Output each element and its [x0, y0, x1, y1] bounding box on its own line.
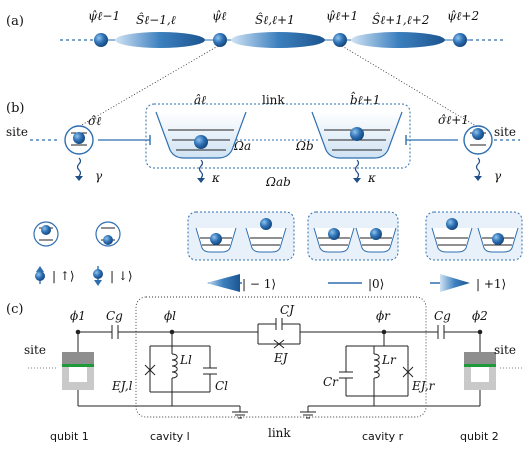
link-box — [145, 103, 411, 169]
label-qubit-1: qubit 1 — [50, 430, 89, 443]
link-state-minus-box — [187, 211, 295, 261]
label-cg-right: Cg — [434, 309, 451, 323]
site-node-3 — [333, 33, 347, 47]
ground-icon-left — [232, 406, 248, 419]
spin-up-label: | ↑⟩ — [52, 269, 75, 283]
state-plus-label: | +1⟩ — [476, 277, 506, 291]
node-phi-2 — [477, 329, 483, 335]
label-cj: CJ — [280, 303, 295, 317]
site-qubit-right — [463, 125, 493, 181]
label-link-c: link — [268, 426, 291, 440]
sigma-right: σ̂ℓ+1 — [438, 113, 469, 127]
panel-label-a: (a) — [6, 14, 24, 29]
omega-ab: Ωab — [265, 175, 291, 189]
panel-label-c: (c) — [6, 302, 23, 317]
site-node-1 — [94, 33, 108, 47]
omega-a: Ωa — [233, 139, 251, 153]
right-arrow-icon — [430, 274, 470, 292]
qubit-1-block — [28, 352, 94, 390]
node-phi-r — [381, 329, 387, 335]
spin-down-arrow-icon — [93, 266, 103, 286]
kappa-b: κ — [367, 171, 376, 185]
site-label-left: site — [6, 125, 28, 139]
state-zero-label: |0⟩ — [368, 277, 384, 291]
link-ellipse-1 — [115, 32, 205, 48]
a-operator: âℓ — [194, 93, 206, 107]
label-ejr: EJ,r — [411, 379, 436, 393]
label-phi-r: ϕr — [376, 309, 391, 323]
omega-b: Ωb — [295, 139, 314, 153]
site-node-2 — [213, 33, 227, 47]
label-cl: Cl — [215, 379, 228, 393]
site-label-right: site — [494, 125, 516, 139]
label-cg-left: Cg — [106, 309, 123, 323]
link-label-2: Ŝℓ,ℓ+1 — [255, 11, 295, 27]
label-cavity-r: cavity r — [362, 430, 404, 443]
label-phi-1: ϕ1 — [70, 309, 86, 323]
label-ej: EJ — [273, 351, 289, 365]
label-ejl: EJ,l — [111, 379, 133, 393]
link-label-3: Ŝℓ+1,ℓ+2 — [372, 11, 429, 27]
site-label-1: ψ̂ℓ−1 — [88, 9, 120, 23]
left-arrow-icon — [206, 274, 242, 292]
label-cr: Cr — [323, 375, 339, 389]
label-site-right: site — [494, 343, 516, 357]
cavity-b-well — [311, 111, 403, 183]
label-phi-l: ϕl — [164, 309, 176, 323]
kappa-a: κ — [211, 171, 220, 185]
label-qubit-2: qubit 2 — [460, 430, 499, 443]
gamma-right: γ — [494, 169, 502, 183]
node-phi-l — [169, 329, 175, 335]
label-site-left: site — [24, 343, 46, 357]
link-ellipse-2 — [231, 32, 325, 48]
site-node-4 — [453, 33, 467, 47]
label-phi-2: ϕ2 — [472, 309, 488, 323]
panel-a-chain — [60, 32, 505, 48]
zoom-line-right — [341, 45, 477, 127]
sigma-left: σ̂ℓ — [88, 114, 101, 128]
qubit-2-block — [464, 352, 522, 390]
state-minus-label: | − 1⟩ — [242, 277, 276, 291]
cavity-a-well — [155, 111, 247, 183]
gamma-left: γ — [95, 169, 103, 183]
site-label-2: ψ̂ℓ — [212, 9, 226, 23]
label-lr: Lr — [381, 353, 397, 367]
link-ellipse-3 — [351, 32, 445, 48]
label-cavity-l: cavity l — [150, 430, 190, 443]
circuit-link-box — [135, 296, 427, 418]
link-label-b: link — [262, 93, 285, 107]
ground-icon-right — [300, 406, 316, 419]
link-state-plus-box — [425, 211, 523, 261]
label-ll: Ll — [179, 353, 192, 367]
site-label-3: ψ̂ℓ+1 — [326, 9, 358, 23]
link-state-zero-box — [307, 211, 399, 261]
node-phi-1 — [75, 329, 81, 335]
spin-up-qubit — [33, 221, 59, 247]
spin-down-label: | ↓⟩ — [110, 269, 133, 283]
spin-up-arrow-icon — [35, 266, 45, 284]
link-label-1: Ŝℓ−1,ℓ — [136, 11, 176, 27]
circuit-wires — [77, 318, 481, 407]
site-qubit-left — [64, 125, 94, 181]
zoom-line-left — [79, 45, 219, 127]
b-operator: b̂ℓ+1 — [350, 90, 380, 107]
site-label-4: ψ̂ℓ+2 — [447, 9, 479, 23]
spin-down-qubit — [95, 221, 121, 247]
panel-label-b: (b) — [6, 101, 24, 116]
